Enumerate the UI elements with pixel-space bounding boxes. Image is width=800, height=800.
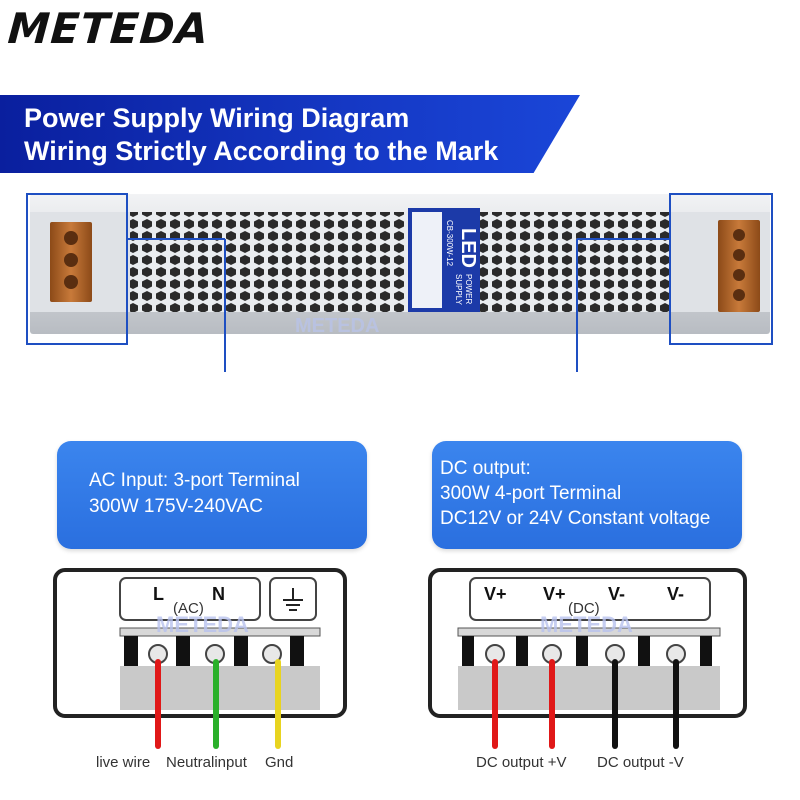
ac-watermark: METEDA [156,612,249,637]
caption-dc-negative: DC output -V [597,754,684,771]
vent-right [480,212,670,312]
dc-watermark: METEDA [540,612,633,637]
ac-diagram-frame [53,568,347,718]
dc-output-callout: DC output: 300W 4-port Terminal DC12V or… [432,441,742,549]
label-model: CB-300W-12 [445,220,454,267]
ac-terminal-diagram: L N (AC) METEDA live wire Neutralinput G… [53,568,347,771]
caption-live-wire: live wire [96,754,150,771]
ac-group-label: (AC) [173,600,204,617]
terminal-n-label: N [212,584,225,604]
ac-input-callout: AC Input: 3-port Terminal 300W 175V-240V… [57,441,367,549]
ac-highlight-frame [26,193,128,345]
terminal-vplus-1: V+ [484,584,507,604]
ac-callout-line2: 300W 175V-240VAC [89,496,263,517]
dc-terminal-block [718,220,760,312]
label-logo: LED [457,228,479,268]
terminal-vplus-2: V+ [543,584,566,604]
product-watermark: METEDA [295,315,379,337]
brand-logo: METEDA [6,4,211,53]
dc-diagram-frame [428,568,747,718]
dc-callout-line1: DC output: [440,458,531,479]
vent-left [130,212,410,312]
caption-dc-positive: DC output +V [476,754,566,771]
dc-callout-line3: DC12V or 24V Constant voltage [440,508,711,529]
ac-screws [148,644,282,664]
dc-callout-line2: 300W 4-port Terminal [440,483,622,504]
ac-callout-line1: AC Input: 3-port Terminal [89,470,300,491]
ac-label-box [119,577,261,621]
label-word1: POWER [464,274,473,304]
terminal-l-label: L [153,584,164,604]
banner-title: Power Supply Wiring Diagram [24,103,410,133]
title-banner [0,95,580,173]
terminal-vminus-2: V- [667,584,684,604]
dc-group-label: (DC) [568,600,600,617]
caption-gnd: Gnd [265,754,293,771]
dc-label-box [469,577,711,621]
dc-terminal-diagram: V+ V+ V- V- (DC) METEDA DC output +V DC … [428,568,747,771]
dc-highlight-frame [669,193,773,345]
terminal-vminus-1: V- [608,584,625,604]
caption-neutral-input: Neutralinput [166,754,248,771]
label-word2: SUPPLY [454,274,463,306]
banner-subtitle: Wiring Strictly According to the Mark [24,136,499,166]
ground-icon [283,588,303,611]
power-supply-image: LED POWER SUPPLY CB-300W-12 METEDA [26,193,773,372]
